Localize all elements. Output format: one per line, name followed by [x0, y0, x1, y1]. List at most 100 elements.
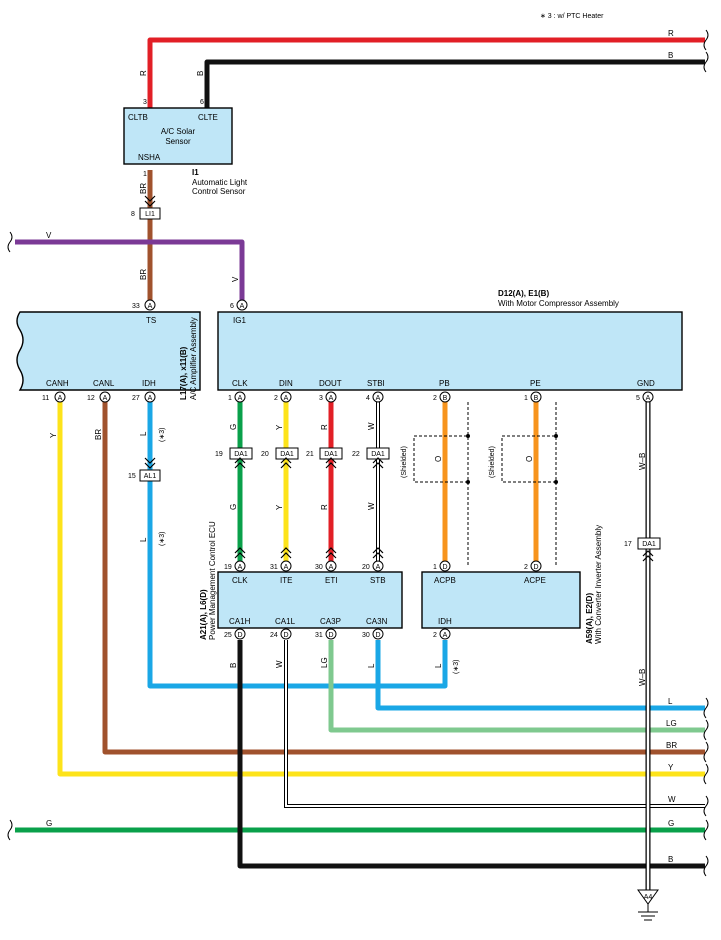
svg-text:G: G: [229, 504, 238, 510]
svg-text:CA1L: CA1L: [275, 617, 296, 626]
svg-text:15: 15: [128, 473, 136, 480]
label-w-right: W: [668, 795, 676, 804]
svg-text:2: 2: [274, 395, 278, 402]
label-g-left: G: [46, 819, 52, 828]
svg-text:Y: Y: [275, 504, 284, 510]
svg-text:A59(A), E2(D): A59(A), E2(D): [585, 593, 594, 644]
svg-text:O: O: [434, 456, 443, 462]
wire-l-ca3n: [375, 640, 705, 711]
svg-text:ETI: ETI: [325, 576, 337, 585]
svg-text:ACPB: ACPB: [434, 576, 456, 585]
svg-text:IDH: IDH: [438, 617, 452, 626]
svg-text:CLK: CLK: [232, 379, 248, 388]
label-r-right: R: [668, 29, 674, 38]
svg-text:21: 21: [306, 451, 314, 458]
svg-text:L: L: [139, 431, 148, 436]
connector-chevron-li1: [144, 195, 156, 207]
svg-text:B: B: [534, 395, 539, 402]
svg-text:Power Management Control ECU: Power Management Control ECU: [208, 521, 217, 640]
svg-text:DA1: DA1: [234, 451, 248, 458]
svg-text:R: R: [139, 70, 148, 76]
svg-text:27: 27: [132, 395, 140, 402]
svg-text:24: 24: [270, 632, 278, 639]
svg-text:B: B: [196, 71, 205, 76]
svg-text:1: 1: [228, 395, 232, 402]
svg-text:A/C Solar: A/C Solar: [161, 127, 196, 136]
svg-text:V: V: [231, 276, 240, 282]
label-g-right: G: [668, 819, 674, 828]
svg-text:DA1: DA1: [324, 451, 338, 458]
svg-text:O: O: [525, 456, 534, 462]
svg-text:2: 2: [433, 632, 437, 639]
vertical-wire-labels: R B BR BR V Y BR L (∗3) L (∗3) G Y R W G…: [49, 70, 647, 686]
svg-text:DA1: DA1: [642, 541, 656, 548]
svg-text:A: A: [376, 564, 381, 571]
svg-text:With Motor Compressor Assembly: With Motor Compressor Assembly: [498, 299, 619, 308]
svg-text:30: 30: [315, 564, 323, 571]
svg-text:19: 19: [224, 564, 232, 571]
svg-text:CLTB: CLTB: [128, 113, 148, 122]
svg-text:A4: A4: [644, 894, 653, 901]
svg-text:LI1: LI1: [145, 211, 155, 218]
svg-text:A: A: [238, 564, 243, 571]
svg-text:IDH: IDH: [142, 379, 156, 388]
svg-text:A: A: [443, 632, 448, 639]
pm-ecu-box: CLK ITE ETI STB CA1H CA1L CA3P CA3N A21(…: [199, 521, 403, 640]
svg-text:(Shielded): (Shielded): [489, 446, 496, 478]
svg-text:BR: BR: [94, 429, 103, 440]
svg-text:CA1H: CA1H: [229, 617, 251, 626]
wire-w-ca1l: [284, 640, 705, 808]
svg-text:31: 31: [270, 564, 278, 571]
svg-text:TS: TS: [146, 316, 156, 325]
svg-text:19: 19: [215, 451, 223, 458]
wires: [15, 37, 705, 869]
svg-text:A21(A), L6(D): A21(A), L6(D): [199, 589, 208, 640]
svg-text:A: A: [376, 395, 381, 402]
svg-text:W–B: W–B: [638, 669, 647, 686]
svg-text:IG1: IG1: [233, 316, 246, 325]
svg-text:B: B: [443, 395, 448, 402]
svg-text:PB: PB: [439, 379, 450, 388]
svg-text:R: R: [320, 504, 329, 510]
svg-text:(∗3): (∗3): [159, 532, 166, 546]
svg-text:A: A: [284, 395, 289, 402]
inverter-box: ACPB ACPE IDH A59(A), E2(D) With Convert…: [421, 525, 603, 644]
svg-text:A: A: [238, 395, 243, 402]
amplifier-box: TS CANH CANL IDH L17(A), x11(B) A/C Ampl…: [16, 311, 201, 400]
svg-text:A: A: [148, 303, 153, 310]
svg-text:AL1: AL1: [144, 473, 157, 480]
svg-text:DIN: DIN: [279, 379, 293, 388]
svg-text:11: 11: [42, 395, 49, 402]
svg-text:LG: LG: [320, 657, 329, 668]
wire-lg-ca3p: [328, 640, 705, 733]
svg-text:6: 6: [230, 303, 234, 310]
wire-b-top: [204, 59, 705, 108]
svg-text:ACPE: ACPE: [524, 576, 546, 585]
svg-text:17: 17: [624, 541, 632, 548]
white-wires: [284, 402, 705, 890]
svg-text:W: W: [367, 422, 376, 430]
svg-text:Automatic Light: Automatic Light: [192, 178, 248, 187]
svg-text:PE: PE: [530, 379, 541, 388]
wire-r-top: [147, 37, 705, 108]
svg-text:CLTE: CLTE: [198, 113, 218, 122]
svg-text:L: L: [139, 537, 148, 542]
wire-v: [15, 239, 245, 300]
svg-text:(∗3): (∗3): [453, 660, 460, 674]
svg-text:1: 1: [433, 564, 437, 571]
svg-text:D: D: [375, 632, 380, 639]
svg-text:A: A: [58, 395, 63, 402]
svg-text:30: 30: [362, 632, 370, 639]
note-ptc-heater: ∗ 3 : w/ PTC Heater: [540, 13, 604, 20]
wire-l-idh: [147, 402, 448, 689]
svg-text:2: 2: [524, 564, 528, 571]
svg-text:8: 8: [131, 211, 135, 218]
svg-text:33: 33: [132, 303, 140, 310]
svg-text:22: 22: [352, 451, 360, 458]
svg-text:B: B: [229, 663, 238, 668]
svg-text:12: 12: [87, 395, 95, 402]
svg-text:W–B: W–B: [638, 453, 647, 470]
svg-text:4: 4: [366, 395, 370, 402]
svg-text:A/C Amplifier Assembly: A/C Amplifier Assembly: [189, 317, 198, 400]
svg-text:I1: I1: [192, 168, 199, 177]
